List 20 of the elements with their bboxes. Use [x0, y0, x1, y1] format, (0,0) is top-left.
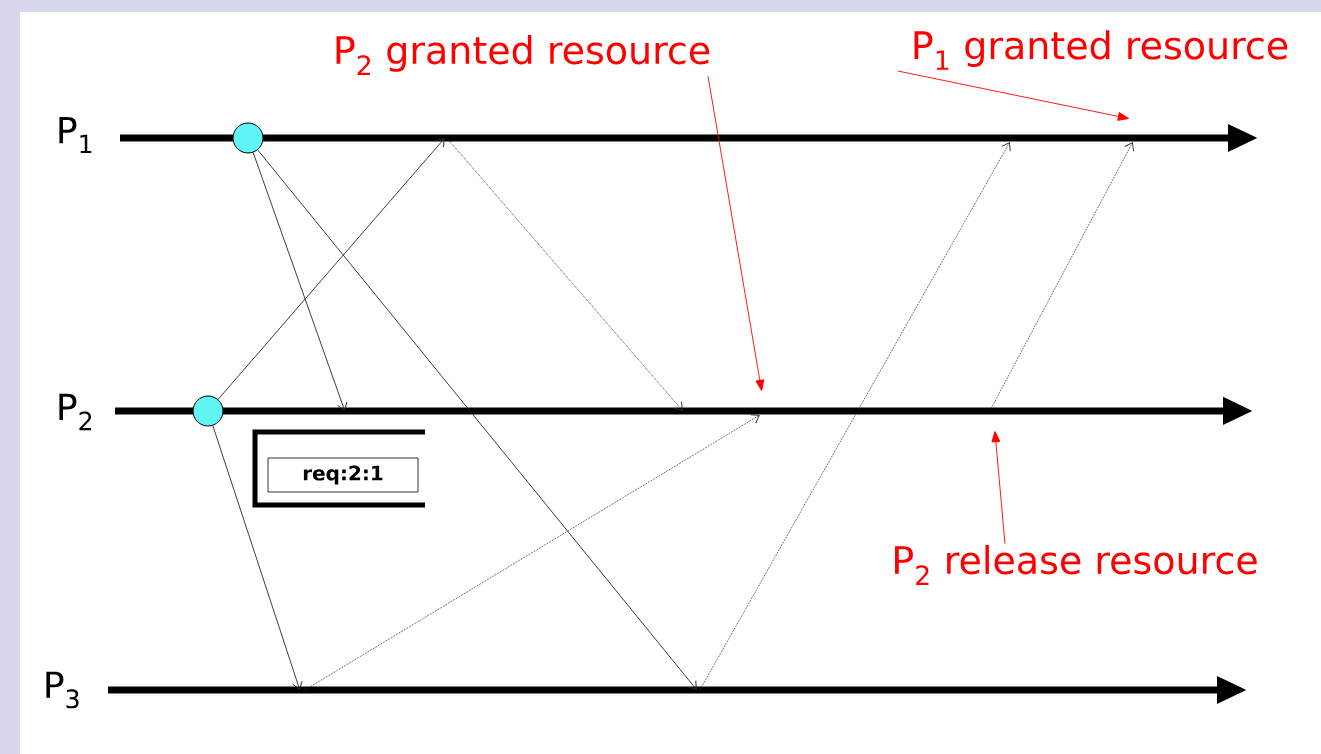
event-dot	[192, 395, 224, 427]
message-arrow	[217, 138, 445, 400]
process-label: P$_{3}$	[46, 671, 79, 709]
process-label: P$_{2}$	[59, 393, 92, 431]
annotation-text: P$_{1}$ granted resource	[914, 30, 1288, 70]
message-arrow	[446, 137, 683, 411]
leader-line	[897, 70, 1129, 121]
leader-line	[707, 75, 765, 391]
process-label: P$_{1}$	[59, 117, 92, 153]
request-box: req:2:1	[267, 457, 419, 493]
message-arrow	[989, 142, 1134, 412]
annotation-text: P$_{2}$ release resource	[895, 544, 1257, 585]
message-arrow	[257, 149, 697, 690]
message-arrow	[212, 425, 303, 690]
message-arrow	[304, 414, 760, 691]
message-arrow	[699, 142, 1011, 691]
leader-line	[991, 431, 1006, 545]
annotation-text: P$_{2}$ granted resource	[336, 34, 710, 75]
message-arrow	[252, 152, 348, 411]
event-dot	[232, 122, 264, 154]
